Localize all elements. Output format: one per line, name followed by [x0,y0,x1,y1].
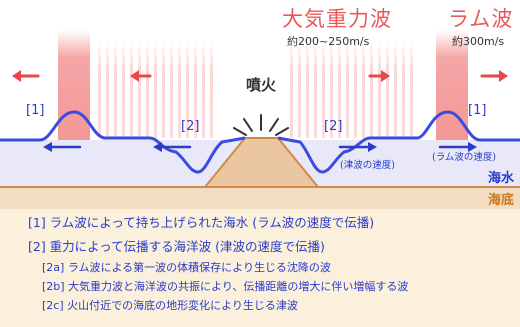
lamb-wave-label-left: [1] [26,103,45,118]
tsunami-speed-label: (津波の速度) [340,160,395,171]
arrow-left-icon [12,70,40,82]
sea-floor [0,187,520,209]
ocean-wave-label-right: [2] [324,119,343,134]
ocean-wave-label-left: [2] [181,119,200,134]
lamb-wave-speed: 約300m/s [452,35,505,48]
arrow-right-icon [368,70,390,82]
legend-item-2b: [2b] 大気重力波と海洋波の共振により、伝播距離の増大に伴い増幅する波 [42,280,409,293]
lamb-speed-label: (ラム波の速度) [432,152,497,163]
legend-panel: [1] ラム波によって持ち上げられた海水 (ラム波の速度で伝播) [2] 重力に… [0,209,520,327]
gravity-wave-speed: 約200~250m/s [287,35,370,48]
arrow-right-icon [480,70,508,82]
lamb-wave-beam-left [58,30,90,140]
legend-item-2a: [2a] ラム波による第一波の体積保存により生じる沈降の波 [42,261,331,274]
gravity-wave-stripes [98,38,413,138]
arrow-left-icon [130,70,152,82]
legend-item-1: [1] ラム波によって持ち上げられた海水 (ラム波の速度で伝播) [28,215,375,230]
arrow-right-icon [338,142,377,152]
eruption-label: 噴火 [246,76,277,94]
legend-item-2: [2] 重力によって伝播する海洋波 (津波の速度で伝播) [28,239,325,254]
sea-surface-line [0,110,520,174]
lamb-wave-title: ラム波 [448,7,514,31]
sea-water-label: 海水 [487,171,514,186]
arrow-right-icon [438,142,477,152]
lamb-wave-label-right: [1] [468,103,487,118]
eruption-burst-icon [233,114,289,136]
arrow-left-icon [153,142,192,152]
legend-item-2c: [2c] 火山付近での海底の地形変化により生じる津波 [42,299,298,312]
sea-floor-label: 海底 [487,193,514,208]
gravity-wave-title: 大気重力波 [282,7,392,31]
arrow-left-icon [43,142,82,152]
